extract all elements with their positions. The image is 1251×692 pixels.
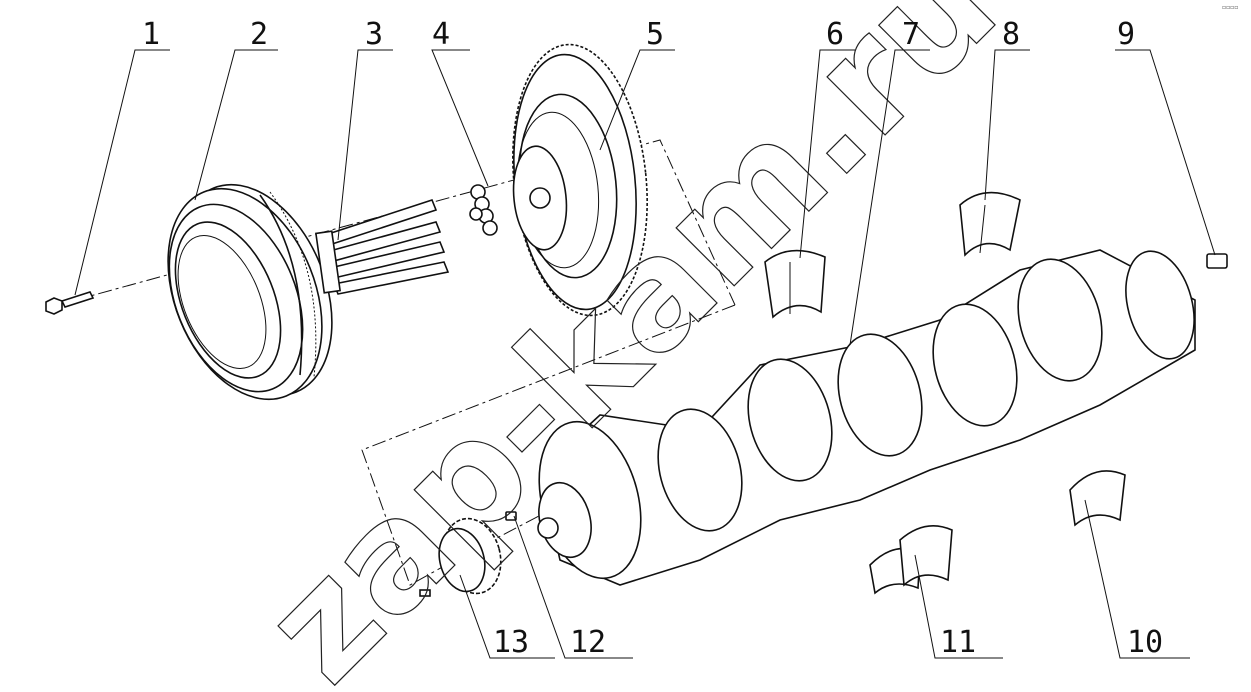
callout-number-10: 10 xyxy=(1127,625,1163,660)
callout-8: 8 xyxy=(984,17,1030,201)
callout-7: 7 xyxy=(849,17,930,346)
part-bearing-shell-6 xyxy=(764,249,826,319)
corner-mark: ▫▫▫▫ xyxy=(1222,4,1238,11)
part-flywheel xyxy=(512,43,648,317)
part-bearing-shell-8 xyxy=(959,191,1021,257)
part-washers xyxy=(469,184,498,236)
part-timing-gear xyxy=(419,517,502,597)
callout-5: 5 xyxy=(599,17,675,151)
callout-number-11: 11 xyxy=(940,625,976,660)
part-dowel-pin xyxy=(1206,253,1228,269)
callout-4: 4 xyxy=(431,17,489,187)
callout-number-6: 6 xyxy=(826,17,844,52)
callout-number-3: 3 xyxy=(365,17,383,52)
callout-13: 13 xyxy=(459,574,555,660)
callout-number-12: 12 xyxy=(570,625,606,660)
callout-number-9: 9 xyxy=(1117,17,1135,52)
callout-6: 6 xyxy=(799,17,855,259)
part-key xyxy=(505,511,517,521)
callout-number-7: 7 xyxy=(902,17,920,52)
callout-9: 9 xyxy=(1115,17,1216,256)
part-bolt xyxy=(45,291,95,315)
callout-10: 10 xyxy=(1084,499,1190,660)
part-crankshaft xyxy=(537,249,1196,586)
callout-number-2: 2 xyxy=(250,17,268,52)
callout-11: 11 xyxy=(914,554,1003,660)
callout-2: 2 xyxy=(194,17,278,201)
callout-number-4: 4 xyxy=(432,17,450,52)
callout-number-5: 5 xyxy=(646,17,664,52)
callout-number-8: 8 xyxy=(1002,17,1020,52)
callout-number-13: 13 xyxy=(493,625,529,660)
callout-number-1: 1 xyxy=(142,17,160,52)
callout-1: 1 xyxy=(74,17,170,296)
callout-12: 12 xyxy=(513,515,633,660)
part-pulley xyxy=(167,183,333,401)
part-bolt-set xyxy=(314,199,450,295)
callout-3: 3 xyxy=(337,17,393,241)
part-thrust-shell-10 xyxy=(1069,470,1126,527)
part-thrust-shell-11 xyxy=(869,524,953,595)
